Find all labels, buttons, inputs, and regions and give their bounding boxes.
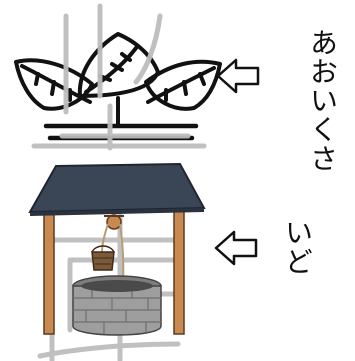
left-arrow-icon xyxy=(214,230,258,266)
grass-reading-label: あおいくさ xyxy=(306,28,339,173)
well-reading-label: いど xyxy=(281,218,314,276)
grass-radical-icon xyxy=(14,32,222,141)
well-illustration xyxy=(28,162,206,336)
left-arrow-icon xyxy=(216,58,260,94)
